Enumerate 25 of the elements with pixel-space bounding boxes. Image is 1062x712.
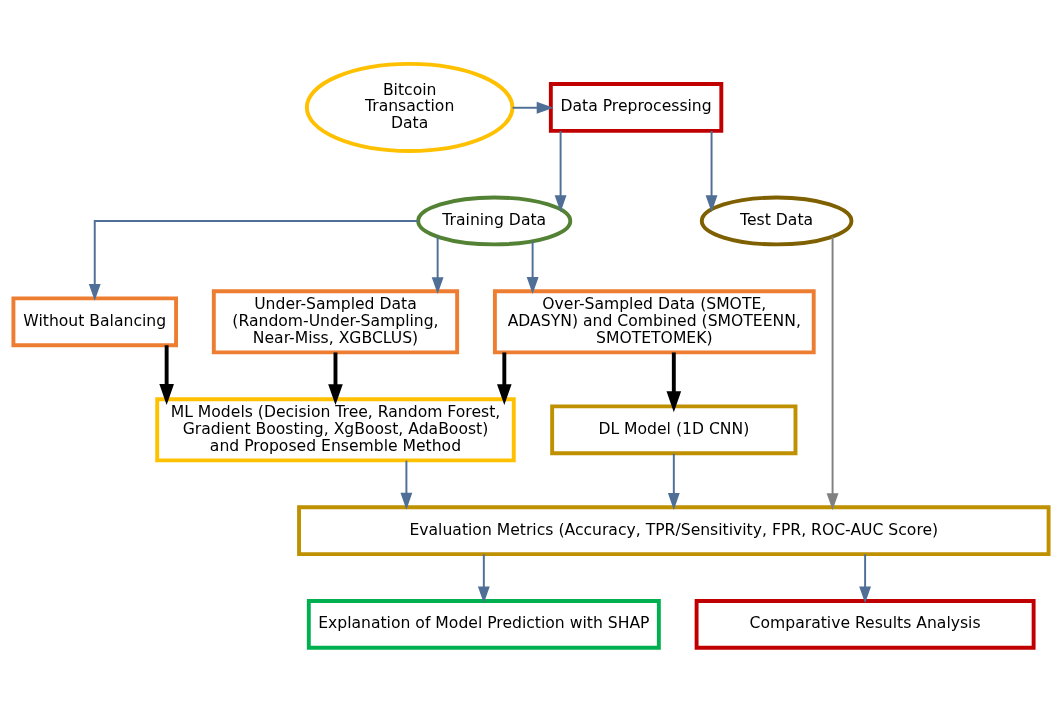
arrow bbox=[431, 235, 444, 295]
node-box: DL Model (1D CNN) bbox=[550, 404, 798, 456]
node-box: Evaluation Metrics (Accuracy, TPR/Sensitivity, FPR, ROC-AUC Score) bbox=[297, 505, 1051, 557]
arrow bbox=[88, 220, 419, 301]
node-box: Explanation of Model Prediction with SHAP bbox=[306, 599, 661, 650]
arrow bbox=[826, 235, 839, 511]
arrow bbox=[666, 352, 682, 413]
arrow bbox=[477, 553, 490, 604]
arrow bbox=[705, 130, 718, 213]
node-box: Comparative Results Analysis bbox=[694, 599, 1036, 650]
node-box: Data Preprocessing bbox=[548, 82, 724, 133]
node-box: Over-Sampled Data (SMOTE, ADASYN) and Combined (SMOTEENN, SMOTETOMEK) bbox=[492, 289, 816, 355]
arrow bbox=[859, 553, 872, 604]
node-ellipse: Bitcoin Transaction Data bbox=[304, 61, 515, 153]
arrow bbox=[497, 352, 512, 405]
node-box: ML Models (Decision Tree, Random Forest, Gradient Boosting, XgBoost, AdaBoost) and Proposed Ensemble Method bbox=[155, 397, 516, 463]
arrow bbox=[667, 452, 680, 510]
arrow bbox=[511, 101, 554, 114]
arrow bbox=[328, 352, 343, 405]
node-box: Under-Sampled Data (Random-Under-Sampling, Near-Miss, XGBCLUS) bbox=[211, 289, 460, 355]
arrow bbox=[554, 130, 567, 213]
node-box: Without Balancing bbox=[11, 296, 178, 348]
arrow bbox=[400, 459, 413, 510]
arrow bbox=[159, 345, 174, 405]
arrow bbox=[526, 240, 539, 295]
